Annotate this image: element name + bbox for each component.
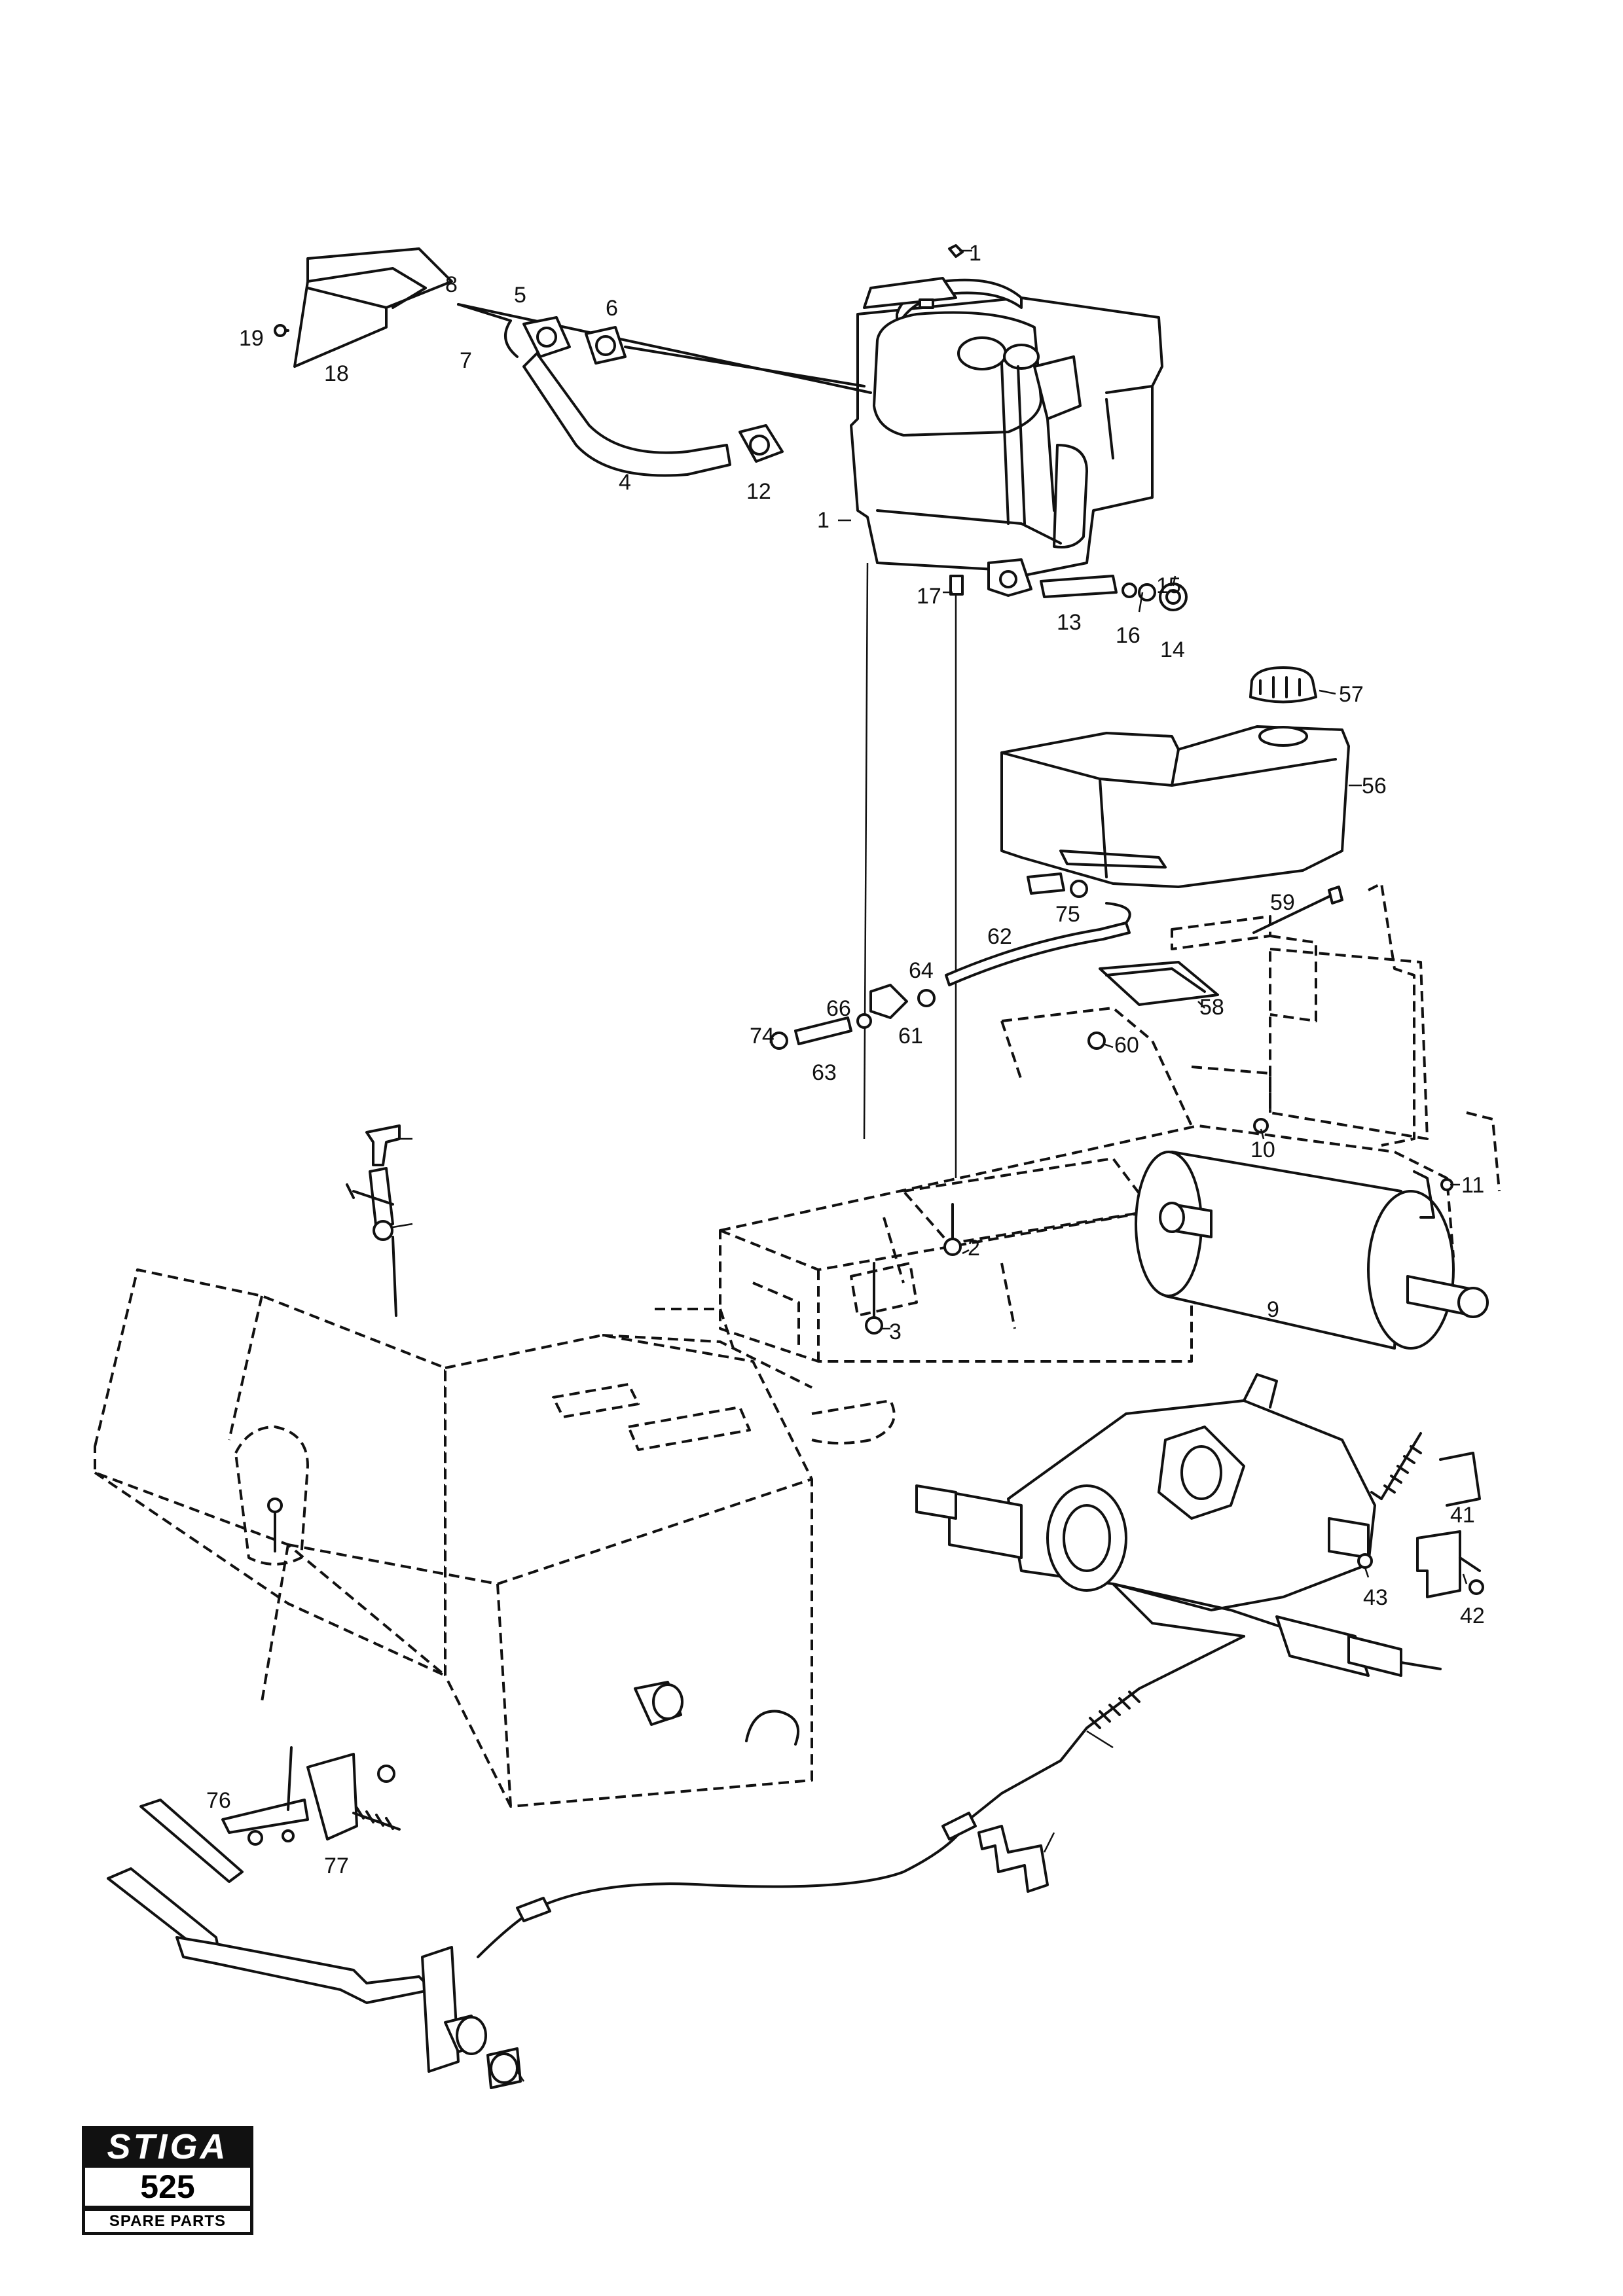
bracket-62 xyxy=(977,1825,1049,1893)
label-6: 6 xyxy=(606,296,618,321)
engine xyxy=(850,244,1163,597)
label-1b: 1 xyxy=(817,508,830,533)
label-15: 15 xyxy=(1156,573,1181,598)
muffler xyxy=(1135,1151,1489,1350)
label-13: 13 xyxy=(1057,610,1082,635)
leader-lines xyxy=(392,249,1468,2082)
label-45c: 74 xyxy=(750,1024,775,1049)
label-7: 7 xyxy=(460,348,472,373)
label-28: 42 xyxy=(1460,1604,1485,1628)
logo-brand: STIGA xyxy=(82,2126,253,2168)
logo-caption: SPARE PARTS xyxy=(82,2209,253,2235)
label-14: 14 xyxy=(1160,637,1185,662)
label-44: 63 xyxy=(812,1060,837,1085)
label-12: 12 xyxy=(746,479,771,504)
label-16: 16 xyxy=(1116,623,1140,648)
label-46: 75 xyxy=(1055,902,1080,927)
part-labels: 1 1 2 3 4 5 6 7 8 9 10 11 12 13 14 15 16… xyxy=(206,241,1485,1878)
stiga-logo: STIGA 525 SPARE PARTS xyxy=(82,2126,253,2235)
label-40: 59 xyxy=(1270,890,1295,915)
pedal-assembly xyxy=(107,1746,522,2089)
label-8: 8 xyxy=(445,272,458,297)
label-45a: 64 xyxy=(909,958,934,983)
exhaust-pipe xyxy=(457,303,866,477)
transaxle xyxy=(915,1373,1442,1677)
label-55: 77 xyxy=(324,1854,349,1878)
label-5: 5 xyxy=(514,283,526,308)
fuel-line xyxy=(770,902,1131,1050)
clip-75 xyxy=(745,1710,799,1746)
label-27: 41 xyxy=(1450,1503,1475,1528)
label-29: 43 xyxy=(1363,1585,1388,1610)
body-cover xyxy=(94,1268,896,1808)
label-38: 57 xyxy=(1339,682,1364,707)
label-10: 10 xyxy=(1250,1138,1275,1162)
label-9: 9 xyxy=(1267,1297,1279,1322)
label-4: 4 xyxy=(619,470,631,495)
label-41: 60 xyxy=(1114,1033,1139,1058)
label-54: 76 xyxy=(206,1788,231,1813)
exhaust-guard xyxy=(274,247,872,394)
spring-61 xyxy=(1085,1635,1245,1729)
label-43: 62 xyxy=(987,924,1012,949)
label-39: 58 xyxy=(1199,995,1224,1020)
frame-bolts xyxy=(865,1203,962,1335)
label-19: 19 xyxy=(239,326,264,351)
logo-model: 525 xyxy=(82,2168,253,2209)
control-lever xyxy=(346,1124,401,1317)
oil-drain-parts xyxy=(1040,575,1188,611)
label-37: 56 xyxy=(1362,774,1387,798)
tank-bracket xyxy=(1099,886,1343,1006)
label-17: 17 xyxy=(917,584,941,609)
label-2: 2 xyxy=(968,1236,980,1261)
transaxle-bracket xyxy=(1357,1432,1484,1598)
label-3: 3 xyxy=(889,1319,902,1344)
label-1a: 1 xyxy=(969,241,981,266)
cable-59 xyxy=(477,1727,1088,1958)
label-42: 61 xyxy=(898,1024,923,1049)
label-18: 18 xyxy=(324,361,349,386)
label-45b: 66 xyxy=(826,996,851,1021)
fuel-tank xyxy=(1000,666,1350,898)
label-11: 11 xyxy=(1461,1173,1484,1198)
